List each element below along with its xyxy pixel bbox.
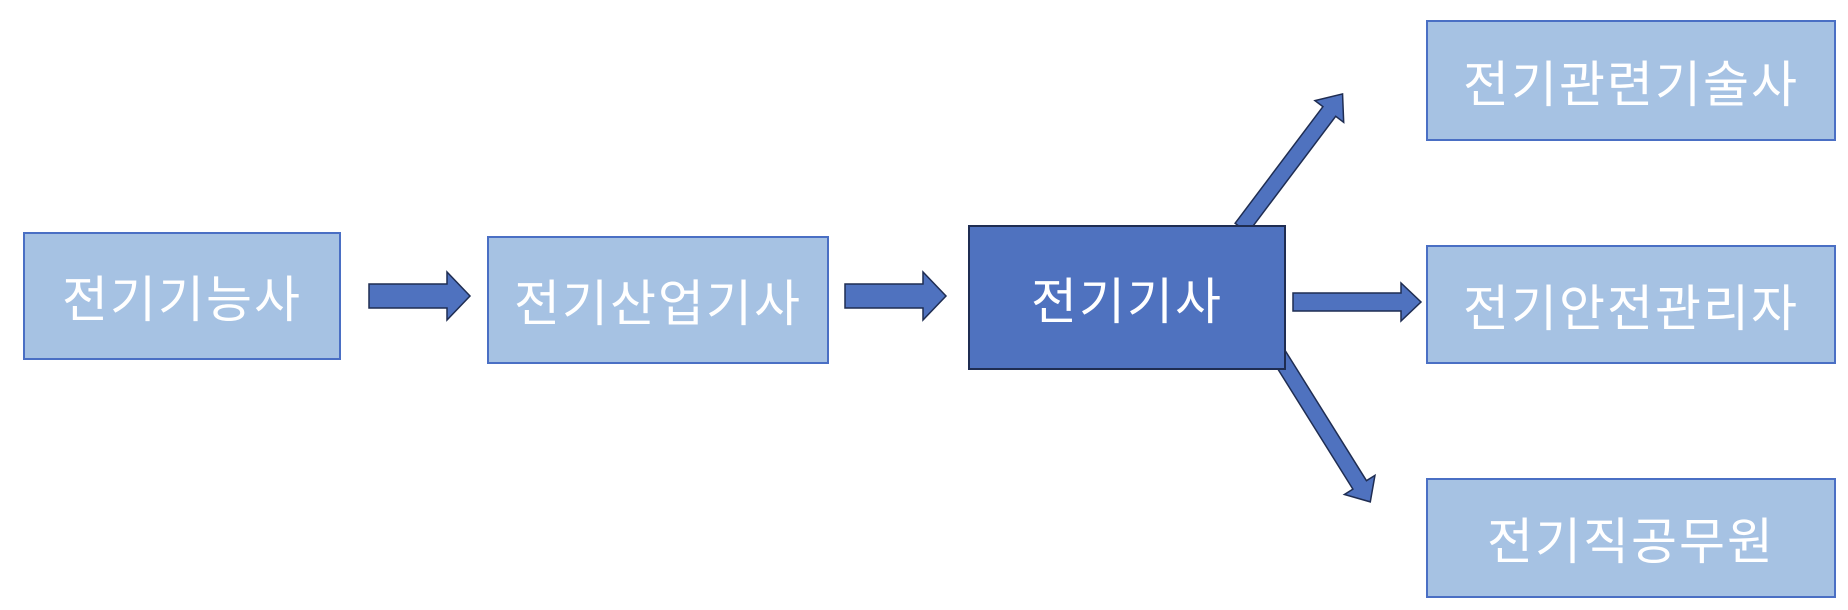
arrow-n3-n5 (1292, 281, 1423, 323)
node-electrical-engineer: 전기기사 (968, 225, 1286, 370)
node-electrical-craftsman: 전기기능사 (23, 232, 341, 360)
arrow-n3-n4 (1234, 92, 1345, 234)
node-electrical-industrial-engineer: 전기산업기사 (487, 236, 829, 364)
arrow-n3-n6 (1263, 338, 1376, 503)
node-electrical-professional-engineer: 전기관련기술사 (1426, 20, 1836, 141)
arrow-n1-n2 (368, 270, 472, 322)
arrow-n2-n3 (844, 270, 948, 322)
node-electrical-civil-servant: 전기직공무원 (1426, 478, 1836, 598)
node-electrical-safety-manager: 전기안전관리자 (1426, 245, 1836, 364)
